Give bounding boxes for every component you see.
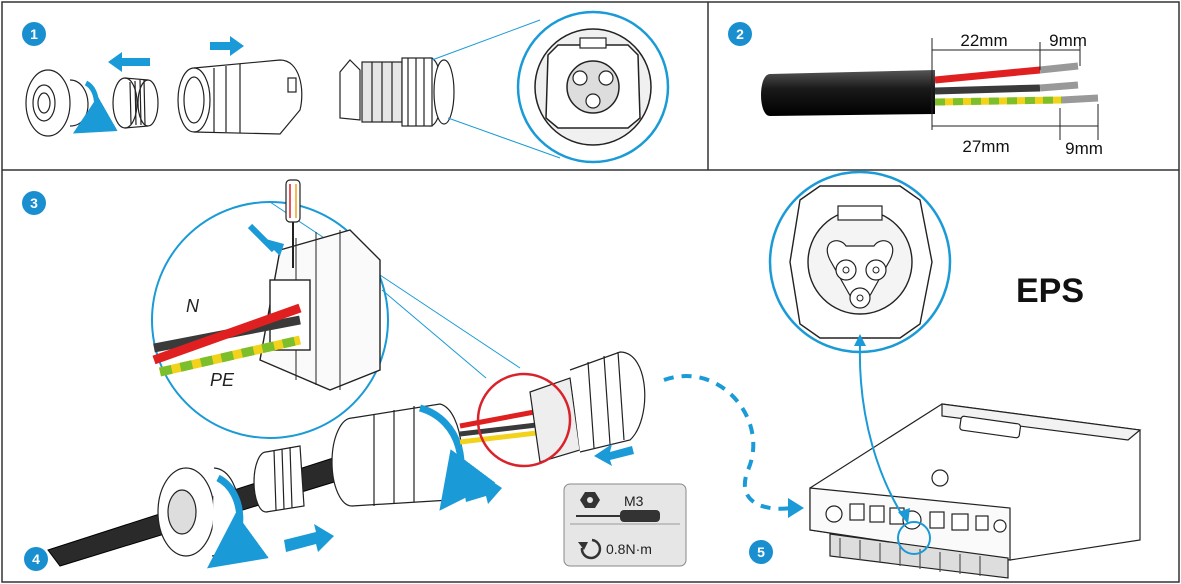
wire-label-pe: PE: [210, 370, 235, 390]
heatsink: [829, 533, 1009, 579]
dimension-label-22mm: 22mm: [960, 31, 1007, 50]
inverter: [809, 403, 1142, 579]
pull-arrow-icon: [108, 52, 150, 72]
step2-cable-strip: 22mm 9mm 27mm 9mm: [761, 31, 1103, 158]
step-number-2: 2: [736, 26, 744, 42]
rotate-arrow-icon: [72, 80, 118, 134]
cable-jacket: [761, 70, 935, 116]
push-arrow-icon: [788, 498, 804, 518]
dimension-label-9mm-top: 9mm: [1049, 31, 1087, 50]
connector-body: [339, 57, 455, 127]
connection-path: [663, 374, 793, 511]
dimension-label-9mm-bottom: 9mm: [1065, 139, 1103, 158]
push-arrow-icon: [247, 223, 277, 253]
rotate-arrow-icon: [207, 474, 269, 569]
step-badge-1: 1: [22, 22, 46, 46]
wiring-zoom-circle: N PE: [151, 179, 521, 439]
connector-body: [529, 351, 646, 463]
torque-value-label: 0.8N·m: [606, 541, 652, 557]
step-badge-4: 4: [24, 547, 48, 571]
zoom-line: [447, 117, 561, 159]
eps-label: EPS: [1016, 272, 1084, 310]
wire-green: [934, 96, 1063, 106]
screwdriver-icon: [576, 510, 660, 522]
step-badge-5: 5: [749, 540, 773, 564]
highlight-ring: [476, 372, 572, 468]
step-number-3: 3: [30, 195, 38, 211]
dimension-lines: [931, 38, 1099, 140]
wire-label-n: N: [186, 296, 200, 316]
screwdriver-icon: [285, 179, 301, 268]
torque-spec-box: M3 0.8N·m: [563, 483, 687, 567]
push-arrow-icon: [464, 476, 502, 504]
step-badge-3: 3: [22, 191, 46, 215]
pull-arrow-icon: [594, 444, 634, 466]
step-number-1: 1: [30, 26, 38, 42]
terminal-zoom-circle: [516, 10, 670, 164]
cable-clamp: [112, 77, 159, 129]
cable-clamp: [253, 445, 305, 513]
push-arrow-icon: [284, 524, 334, 552]
zoom-line: [431, 19, 541, 61]
rotate-arrow-icon: [418, 404, 496, 511]
eps-port-highlight: [897, 521, 931, 555]
dimension-label-27mm: 27mm: [962, 137, 1009, 156]
copper-core: [1061, 94, 1099, 104]
torque-rotate-icon: [580, 538, 602, 560]
connector-sleeve: [177, 59, 303, 135]
zoom-leader-line: [858, 343, 905, 519]
step-number-5: 5: [757, 544, 765, 560]
push-arrow-icon: [210, 36, 244, 56]
step-number-4: 4: [32, 551, 40, 567]
screw-size-label: M3: [624, 493, 644, 509]
zoom-line: [269, 201, 521, 369]
assembly-cable: [47, 351, 646, 569]
step1-parts: [25, 19, 561, 159]
zoom-line: [381, 289, 487, 379]
wire-red: [934, 66, 1041, 84]
wire-black: [934, 84, 1041, 95]
eps-zoom-circle: [768, 170, 952, 354]
copper-core: [1039, 62, 1079, 74]
step-badge-2: 2: [728, 22, 752, 46]
sealing-nut: [25, 69, 89, 137]
copper-core: [1039, 81, 1079, 92]
